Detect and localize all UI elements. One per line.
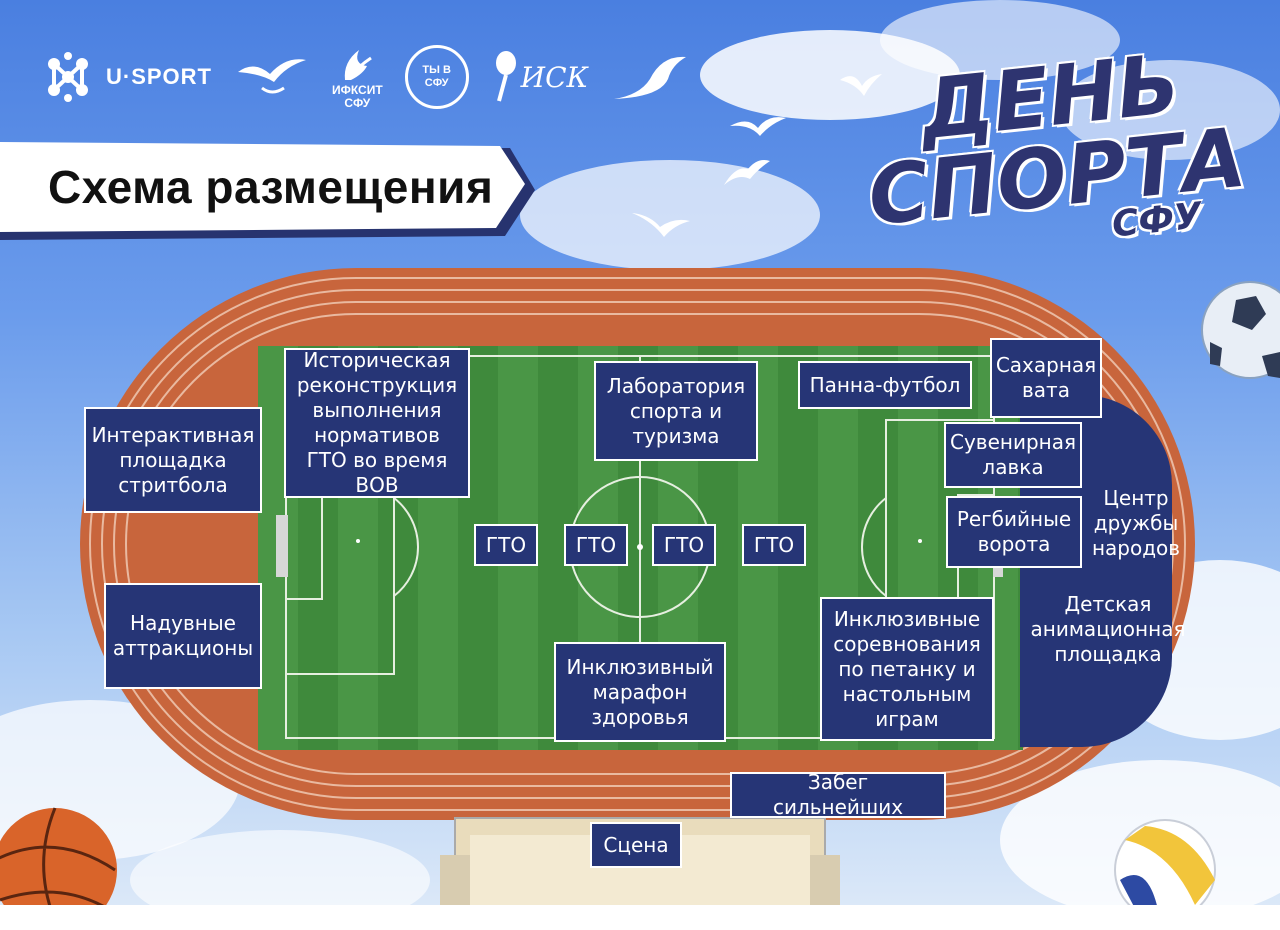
- isk-logo: ИСК: [491, 49, 589, 105]
- zone-strongest: Забег сильнейших: [730, 770, 946, 819]
- zone-gto-3: ГТО: [652, 524, 716, 566]
- zone-rugby: Регбийные ворота: [946, 496, 1082, 568]
- ifksit-logo-subtext: СФУ: [344, 96, 371, 110]
- zone-laboratory: Лаборатория спорта и туризма: [594, 361, 758, 461]
- cloud: [1060, 60, 1280, 160]
- seagull-icon: [840, 74, 882, 96]
- microphone-icon: [495, 51, 516, 102]
- bird-icon: [614, 56, 687, 99]
- isk-logo-text: ИСК: [520, 60, 589, 94]
- zone-friendship: Центр дружбы народов: [1091, 486, 1181, 560]
- zone-streetball: Интерактивная площадка стритбола: [84, 407, 262, 513]
- zone-gto-2: ГТО: [564, 524, 628, 566]
- basketball-icon: [0, 807, 117, 905]
- seagull-icon: [632, 213, 690, 237]
- ifksit-logo-text: ИФКСИТ: [332, 83, 383, 97]
- ty-v-sfu-logo-text: ТЫ В СФУ: [422, 64, 451, 89]
- zone-gto-1: ГТО: [474, 524, 538, 566]
- zone-cotton-candy: Сахарная вата: [990, 338, 1102, 418]
- zone-right-arc: [1082, 395, 1172, 747]
- zone-inclusive-games: Инклюзивные соревнования по петанку и на…: [820, 597, 994, 741]
- zone-souvenir: Сувенирная лавка: [944, 422, 1082, 488]
- molecule-icon: [48, 52, 88, 102]
- zone-marathon: Инклюзивный марафон здоровья: [554, 642, 726, 742]
- seagull-icon: [238, 59, 306, 94]
- zone-inflatable: Надувные аттракционы: [104, 583, 262, 689]
- title-banner: [0, 142, 535, 240]
- zone-panna: Панна-футбол: [798, 361, 972, 409]
- zone-stage: Сцена: [590, 822, 682, 868]
- cloud: [880, 0, 1120, 80]
- flame-icon: [345, 50, 373, 80]
- partner-logos: U·SPORT ИФКСИТ СФУ ТЫ В СФУ ИСК: [40, 42, 694, 112]
- ty-v-sfu-logo: ТЫ В СФУ: [404, 45, 469, 109]
- soccer-ball-icon: [1201, 281, 1280, 379]
- zone-gto-4: ГТО: [742, 524, 806, 566]
- zone-historical: Историческая реконструкция выполнения но…: [284, 348, 470, 498]
- zone-kids: Детская анимационная площадка: [1030, 592, 1186, 666]
- bird-logo: [610, 49, 694, 105]
- usport-logo: U·SPORT: [40, 52, 212, 102]
- seagull-icon: [724, 160, 770, 185]
- scheme-title: Схема размещения: [48, 161, 494, 213]
- volleyball-icon: [1114, 819, 1216, 905]
- goal-left: [276, 515, 288, 577]
- usport-logo-text: U·SPORT: [106, 64, 212, 89]
- ifksit-logo: ИФКСИТ СФУ: [332, 44, 383, 110]
- seagull-logo: [234, 52, 310, 102]
- seagull-icon: [730, 117, 786, 136]
- cloud: [520, 160, 820, 270]
